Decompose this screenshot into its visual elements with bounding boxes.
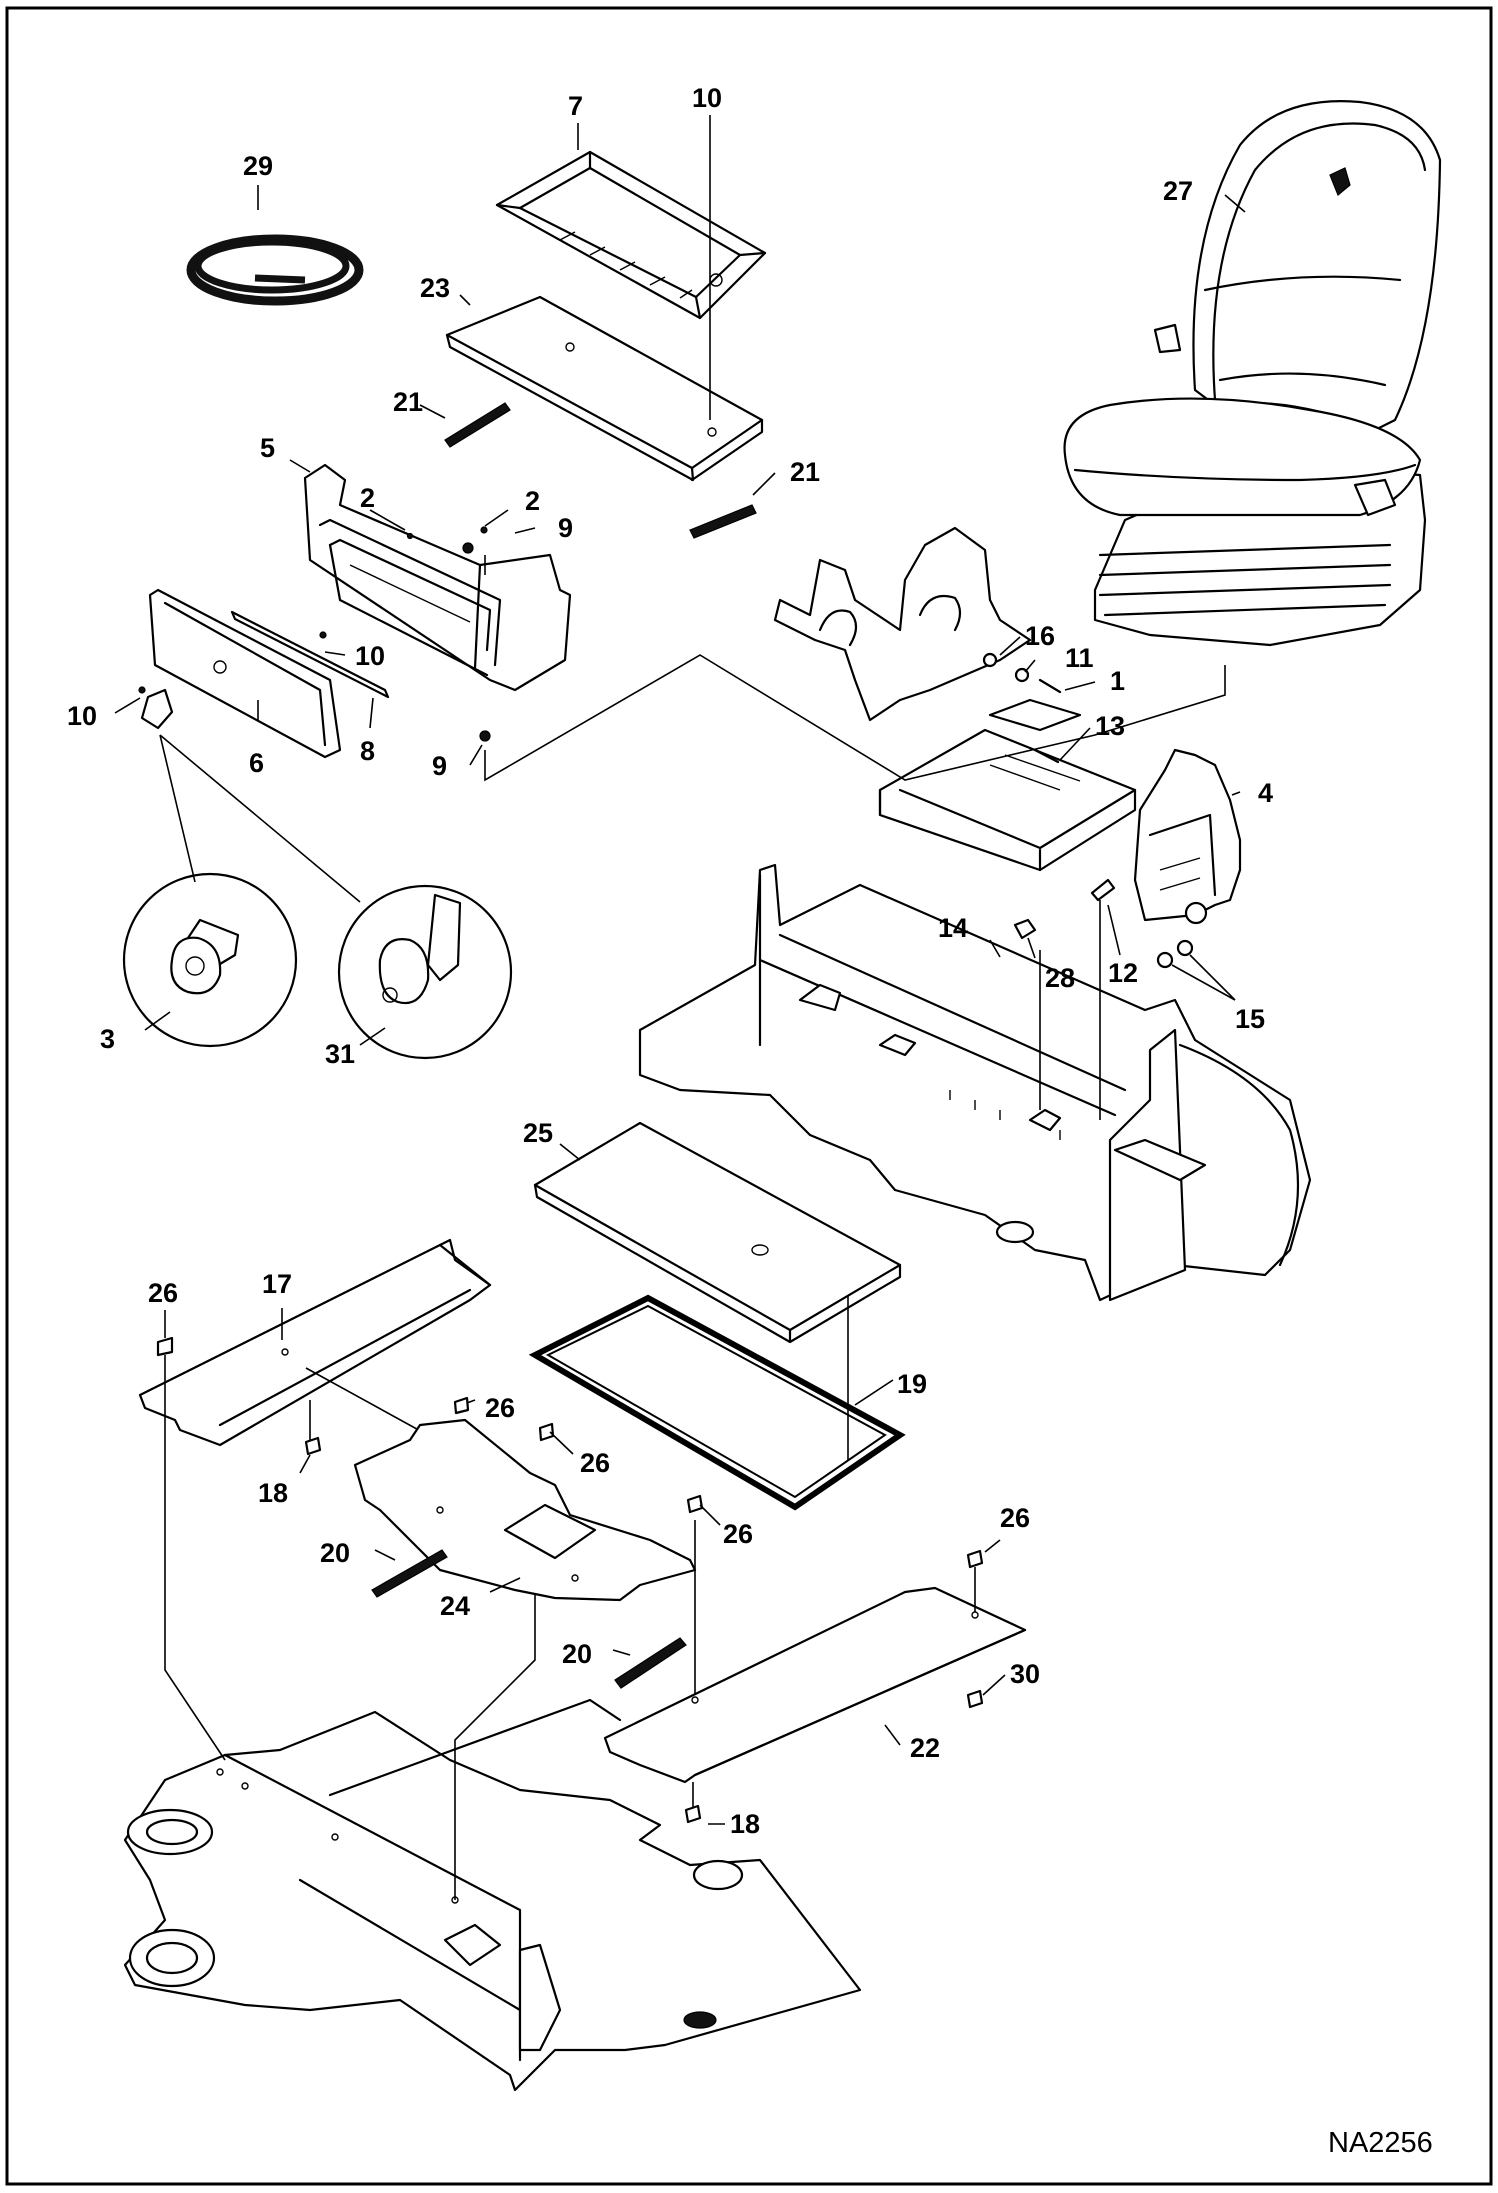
callout-label: 16 — [1025, 621, 1055, 651]
side-panel — [303, 463, 572, 692]
retaining-bar — [230, 610, 390, 699]
storage-tray — [495, 150, 767, 320]
side-bracket — [1133, 748, 1242, 925]
callout-label: 6 — [249, 748, 264, 778]
callout-label: 10 — [692, 83, 722, 113]
bolt — [538, 1422, 555, 1442]
rubber-strip — [444, 402, 511, 448]
nut — [982, 652, 998, 668]
callout-labels: 7 10 29 27 23 21 21 5 2 2 9 10 10 16 11 … — [67, 83, 1273, 1839]
top-cover-plate — [445, 295, 764, 482]
callout-label: 18 — [730, 1809, 760, 1839]
callout-label: 9 — [432, 751, 447, 781]
bolt — [453, 1396, 470, 1415]
callout-label: 11 — [1065, 643, 1094, 673]
callout-label: 10 — [67, 701, 97, 731]
nut — [1156, 951, 1174, 969]
callout-label: 8 — [360, 736, 375, 766]
side-floor-plate — [603, 1586, 1027, 1784]
gasket — [528, 1294, 906, 1511]
callout-label: 9 — [558, 513, 573, 543]
rubber-strip — [614, 1637, 687, 1689]
operator-seat — [1063, 100, 1442, 647]
callout-label: 26 — [1000, 1503, 1030, 1533]
callout-label: 26 — [580, 1448, 610, 1478]
callout-label: 23 — [420, 273, 450, 303]
callout-label: 20 — [562, 1639, 592, 1669]
callout-label: 26 — [148, 1278, 178, 1308]
floor-cover — [533, 1121, 902, 1344]
nut — [684, 1804, 702, 1824]
callout-label: 14 — [938, 913, 968, 943]
callout-label: 4 — [1258, 778, 1273, 808]
callout-label: 27 — [1163, 176, 1193, 206]
callout-label: 28 — [1045, 963, 1075, 993]
callout-label: 2 — [360, 483, 375, 513]
callout-label: 30 — [1010, 1659, 1040, 1689]
callout-label: 7 — [568, 91, 583, 121]
callout-label: 5 — [260, 433, 275, 463]
rubber-strip — [689, 504, 757, 539]
callout-label: 24 — [440, 1591, 470, 1621]
rubber-strip — [371, 1549, 448, 1598]
bolt — [686, 1494, 704, 1514]
callout-label: 15 — [1235, 1004, 1265, 1034]
hose-coil — [186, 234, 364, 306]
front-bracket — [138, 1238, 492, 1447]
drawing-border — [5, 6, 1493, 2186]
bolt — [966, 1549, 984, 1569]
nut — [966, 1689, 984, 1709]
callout-label: 12 — [1108, 958, 1138, 988]
callout-label: 26 — [485, 1393, 515, 1423]
callout-label: 21 — [393, 387, 423, 417]
bolt — [156, 1336, 174, 1357]
small-hardware — [138, 526, 491, 742]
detail-view-3 — [122, 872, 298, 1048]
callout-label: 2 — [525, 486, 540, 516]
detail-view-31 — [337, 884, 513, 1060]
callout-label: 25 — [523, 1118, 553, 1148]
callout-label: 31 — [325, 1039, 355, 1069]
lower-chassis — [123, 1698, 862, 2092]
callout-leaders — [114, 115, 1246, 1825]
nut — [1176, 939, 1194, 957]
nut — [304, 1436, 322, 1456]
callout-label: 29 — [243, 151, 273, 181]
upper-machine-frame — [638, 863, 1312, 1302]
callout-label: 13 — [1095, 711, 1125, 741]
lower-panel — [148, 588, 342, 759]
callout-label: 22 — [910, 1733, 940, 1763]
bolt — [1090, 878, 1116, 902]
callout-label: 20 — [320, 1538, 350, 1568]
drawing-id: NA2256 — [1328, 2127, 1433, 2159]
callout-label: 19 — [897, 1369, 927, 1399]
callout-label: 17 — [262, 1269, 292, 1299]
shim-plate — [988, 698, 1082, 732]
callout-label: 26 — [723, 1519, 753, 1549]
callout-label: 10 — [355, 641, 385, 671]
latch — [140, 688, 174, 730]
callout-label: 21 — [790, 457, 820, 487]
callout-label: 1 — [1110, 666, 1125, 696]
callout-label: 18 — [258, 1478, 288, 1508]
callout-label: 3 — [100, 1024, 115, 1054]
nut — [1013, 918, 1037, 940]
seat-mount-frame — [773, 526, 1137, 872]
